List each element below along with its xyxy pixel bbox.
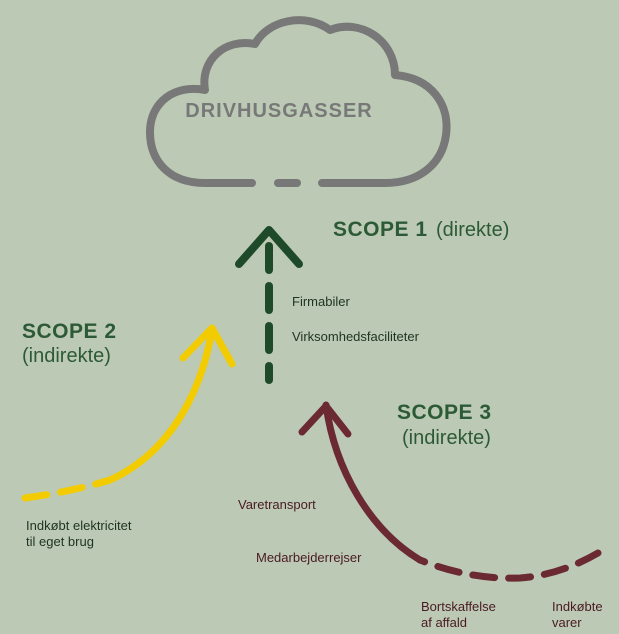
scope2-title: SCOPE 2 xyxy=(22,320,117,343)
scope1-heading: SCOPE 1 (direkte) xyxy=(333,218,509,242)
cloud-label: DRIVHUSGASSER xyxy=(185,100,373,122)
scope3-arrowhead-icon xyxy=(298,402,352,438)
scope3-item-purchased-goods: Indkøbte varer xyxy=(552,599,603,630)
scope3-item-goods-transport: Varetransport xyxy=(238,497,316,512)
scope3-item-employee-travel: Medarbejderrejser xyxy=(256,550,362,565)
scope2-subtitle: (indirekte) xyxy=(22,345,111,367)
scope3-title: SCOPE 3 xyxy=(397,401,492,424)
scope3-arrow-dashed xyxy=(416,549,602,582)
scope1-item-company-cars: Firmabiler xyxy=(292,294,350,309)
scope1-item-facilities: Virksomhedsfaciliteter xyxy=(292,329,419,344)
scope1-arrowhead-icon xyxy=(235,226,303,268)
scope1-subtitle: (direkte) xyxy=(436,219,510,241)
scope3-item-waste-disposal: Bortskaffelse af affald xyxy=(421,599,496,630)
scope3-subtitle: (indirekte) xyxy=(402,427,491,449)
cloud-icon xyxy=(146,16,451,187)
scope2-arrow-curve xyxy=(106,326,216,484)
scope3-arrow-curve xyxy=(322,401,424,564)
scope1-title: SCOPE 1 xyxy=(333,218,428,241)
scope2-item-electricity: Indkøbt elektricitet til eget brug xyxy=(26,518,132,549)
scope2-arrowhead-icon xyxy=(179,324,236,368)
scope2-arrow-dashed xyxy=(21,476,114,502)
